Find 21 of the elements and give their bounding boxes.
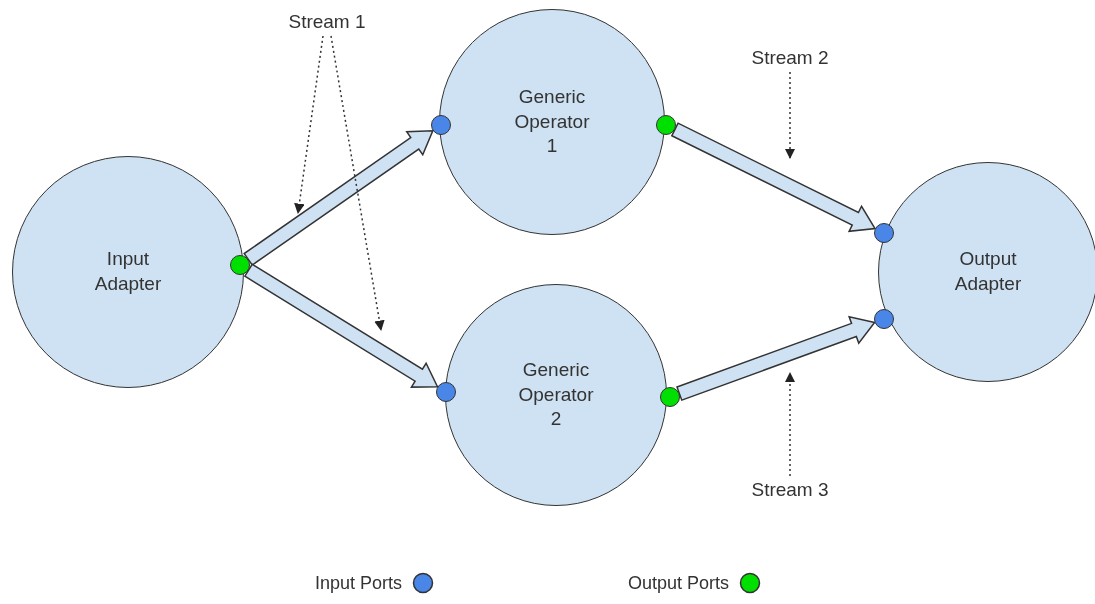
node-label: Output Adapter [953, 247, 1023, 296]
stream-label: Stream 2 [725, 44, 855, 72]
input-port [431, 115, 451, 135]
node-label: Generic Operator 2 [517, 357, 595, 432]
block-arrow [670, 122, 877, 233]
node-label: Generic Operator 1 [513, 84, 591, 159]
stream-label: Stream 3 [725, 476, 855, 504]
stream-label: Stream 1 [262, 8, 392, 36]
leader-arrow [294, 35, 324, 215]
legend-label: Input Ports [315, 572, 403, 594]
leader-arrow [784, 71, 796, 160]
input-port [874, 223, 894, 243]
block-arrow [243, 129, 434, 267]
node-label: Input Adapter [93, 247, 163, 296]
leader-arrow [330, 35, 385, 332]
block-arrow [676, 315, 876, 402]
input-port [874, 309, 894, 329]
leader-arrow [784, 371, 796, 477]
input-port [436, 382, 456, 402]
legend-label: Output Ports [628, 572, 730, 594]
block-arrow [243, 263, 439, 388]
